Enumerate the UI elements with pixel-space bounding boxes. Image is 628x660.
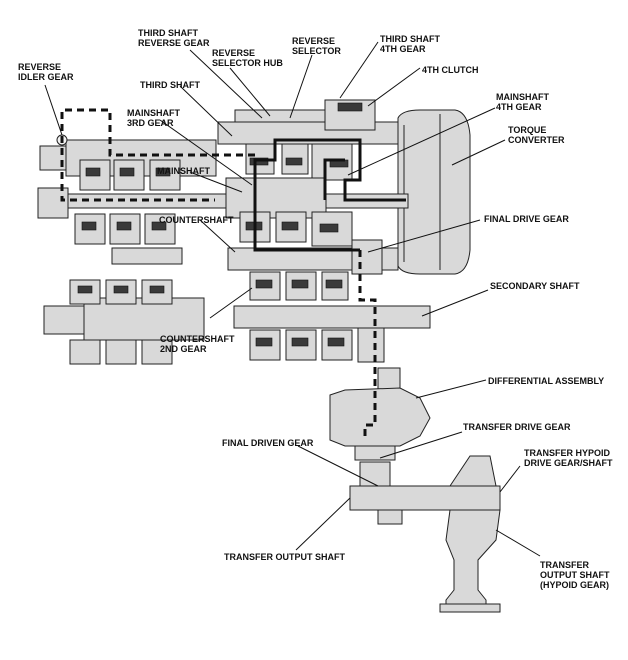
label-transfer-drive-gear: TRANSFER DRIVE GEAR <box>463 422 571 432</box>
power-flow-dashed <box>358 250 377 440</box>
label-transfer-output-shaft: TRANSFER OUTPUT SHAFT <box>224 552 345 562</box>
leader-lines <box>44 41 541 557</box>
label-4th-clutch: 4TH CLUTCH <box>422 65 479 75</box>
torque-converter-body <box>397 109 471 275</box>
mainshaft-assembly <box>37 177 409 247</box>
label-third-shaft: THIRD SHAFT <box>140 80 200 90</box>
label-mainshaft: MAINSHAFT <box>157 166 210 176</box>
power-flow-solid-2 <box>323 158 345 200</box>
label-final-drive-gear: FINAL DRIVE GEAR <box>484 214 569 224</box>
secondary-shaft-assembly <box>43 279 431 365</box>
countershaft-assembly <box>111 239 399 301</box>
label-differential-assembly: DIFFERENTIAL ASSEMBLY <box>488 376 605 386</box>
differential-assembly <box>329 367 431 461</box>
power-flow-solid <box>253 138 406 252</box>
hypoid-output-shaft <box>439 509 501 613</box>
label-countershaft: COUNTERSHAFT <box>159 215 234 225</box>
transfer-output-shaft-assembly <box>349 455 501 525</box>
label-final-driven-gear: FINAL DRIVEN GEAR <box>222 438 314 448</box>
power-flow-dashed-2 <box>60 108 255 202</box>
label-secondary-shaft: SECONDARY SHAFT <box>490 281 580 291</box>
reverse-idler-pack <box>39 134 217 191</box>
